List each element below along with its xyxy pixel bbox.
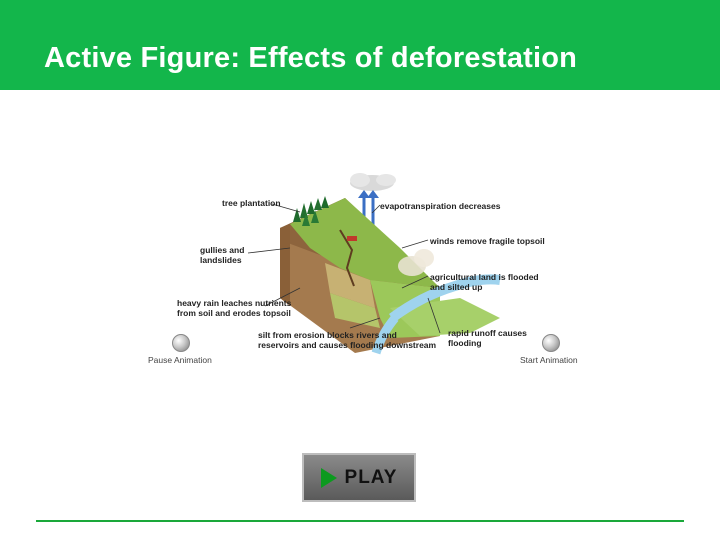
label-heavy-rain: heavy rain leaches nutrients from soil a… bbox=[177, 298, 292, 318]
pause-animation-button[interactable] bbox=[172, 334, 190, 352]
leader-lines bbox=[247, 203, 441, 334]
label-runoff: rapid runoff causes flooding bbox=[448, 328, 527, 348]
pause-animation-label: Pause Animation bbox=[148, 355, 212, 365]
label-evapotranspiration: evapotranspiration decreases bbox=[380, 201, 501, 211]
deforestation-figure: tree plantation evapotranspiration decre… bbox=[140, 168, 592, 368]
label-winds: winds remove fragile topsoil bbox=[430, 236, 545, 246]
play-triangle-icon bbox=[320, 467, 337, 488]
title-bar: Active Figure: Effects of deforestation bbox=[0, 0, 720, 90]
label-gullies: gullies and landslides bbox=[200, 245, 245, 265]
play-button[interactable]: PLAY bbox=[302, 453, 416, 502]
hillside-cross-section bbox=[280, 198, 501, 355]
tree-plantation-icon bbox=[293, 196, 329, 226]
slide-title: Active Figure: Effects of deforestation bbox=[44, 42, 578, 74]
start-animation-label: Start Animation bbox=[520, 355, 578, 365]
play-button-label: PLAY bbox=[344, 466, 398, 488]
label-agricultural: agricultural land is flooded and silted … bbox=[430, 272, 539, 292]
label-tree-plantation: tree plantation bbox=[222, 198, 281, 208]
start-animation-button[interactable] bbox=[542, 334, 560, 352]
label-silt: silt from erosion blocks rivers and rese… bbox=[258, 330, 437, 350]
cloud-icon bbox=[350, 173, 396, 191]
bottom-divider bbox=[36, 520, 684, 522]
landscape-illustration bbox=[247, 173, 501, 355]
